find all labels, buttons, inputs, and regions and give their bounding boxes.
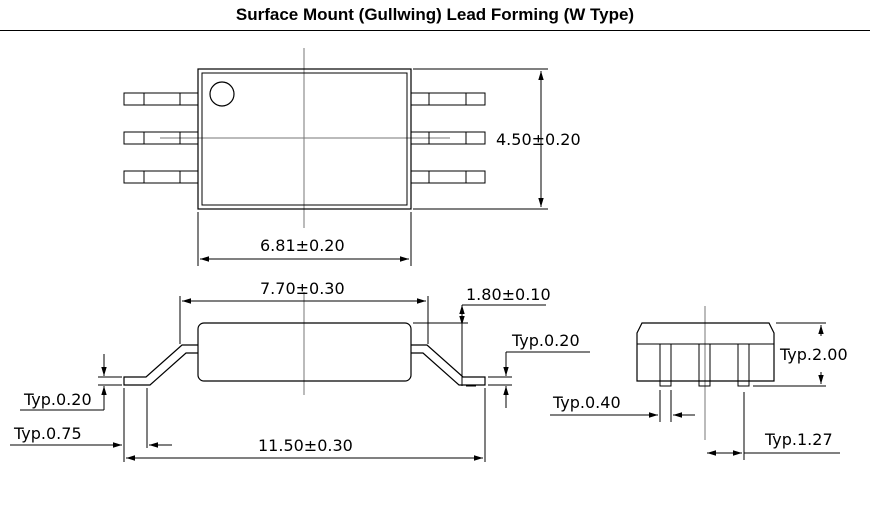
dim-lead-foot: Typ.0.75 [13,424,82,443]
page-title: Surface Mount (Gullwing) Lead Forming (W… [0,0,870,31]
top-view: 4.50±0.20 6.81±0.20 [123,48,581,266]
dim-end-height: Typ.2.00 [779,345,848,364]
end-body [636,322,775,382]
dim-lead-pitch: Typ.1.27 [764,430,833,449]
dim-lead-width: Typ.0.40 [552,393,621,412]
right-leads [410,92,486,184]
dim-body-height-side: 1.80±0.10 [466,285,551,304]
dim-body-height-top: 4.50±0.20 [496,130,581,149]
pin1-marker [209,81,235,107]
dim-body-width-top: 6.81±0.20 [260,236,345,255]
dim-overall-length: 11.50±0.30 [258,436,353,455]
side-view: 7.70±0.30 1.80±0.10 Typ.0.20 Typ.0.20 Ty… [10,279,590,462]
side-body [197,322,412,382]
dim-lead-thickness: Typ.0.20 [23,390,92,409]
dim-body-length-side: 7.70±0.30 [260,279,345,298]
end-view: Typ.2.00 Typ.0.40 Typ.1.27 [550,306,848,460]
left-leads [123,92,199,184]
dim-lead-offset: Typ.0.20 [511,331,580,350]
